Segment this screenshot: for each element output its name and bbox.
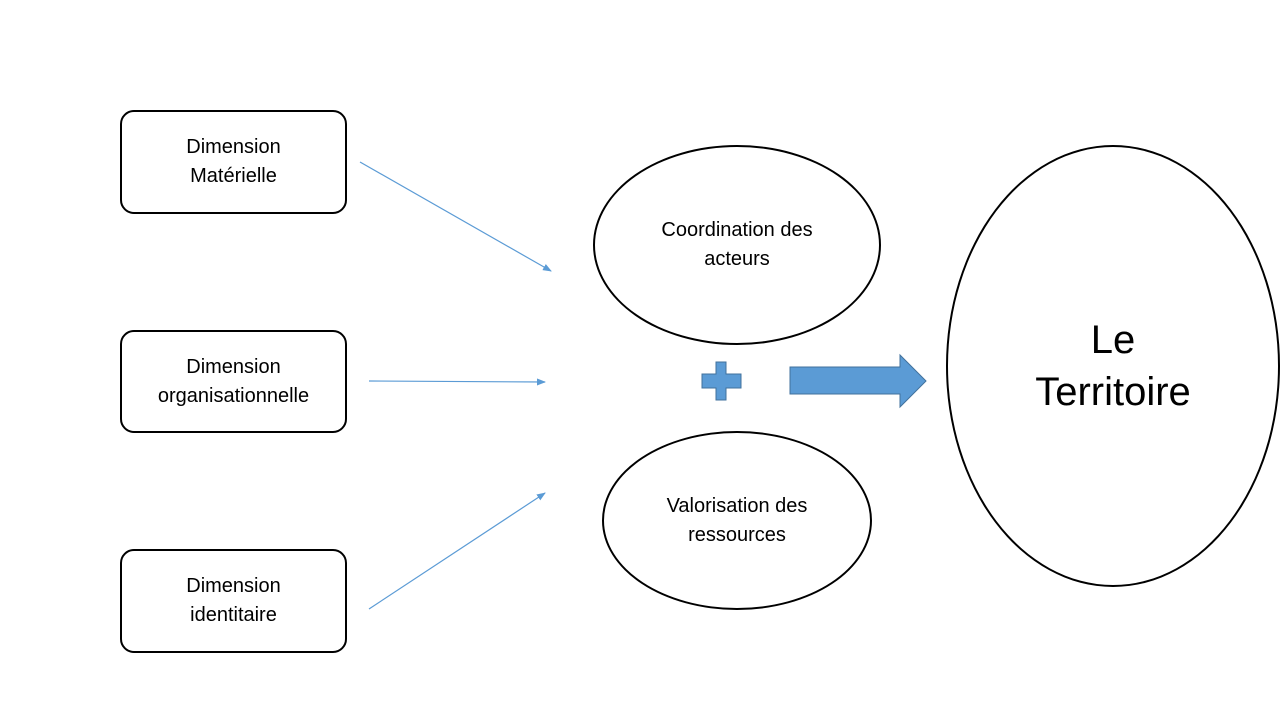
coordination-ellipse: Coordination des acteurs [593, 145, 881, 345]
arrow-organisationnelle-to-center [368, 378, 546, 386]
arrow-identitaire-to-center [368, 492, 546, 610]
dimension-organisationnelle-label: Dimension organisationnelle [157, 355, 310, 407]
territoire-label: Le Territoire [1035, 318, 1191, 414]
dimension-materielle-label: Dimension Matérielle [186, 136, 281, 187]
dimension-materielle-box: Dimension Matérielle [120, 110, 347, 214]
dimension-organisationnelle-box: Dimension organisationnelle [120, 330, 347, 433]
valorisation-label: Valorisation des ressources [666, 494, 808, 546]
dimension-identitaire-box: Dimension identitaire [120, 549, 347, 653]
dimension-identitaire-label: Dimension identitaire [186, 575, 281, 626]
coordination-label: Coordination des acteurs [661, 219, 813, 270]
plus-icon [701, 361, 742, 401]
valorisation-ellipse: Valorisation des ressources [602, 431, 872, 610]
territoire-ellipse: Le Territoire [946, 145, 1280, 587]
arrow-materielle-to-center [359, 161, 552, 272]
block-arrow-right-icon [789, 353, 927, 409]
